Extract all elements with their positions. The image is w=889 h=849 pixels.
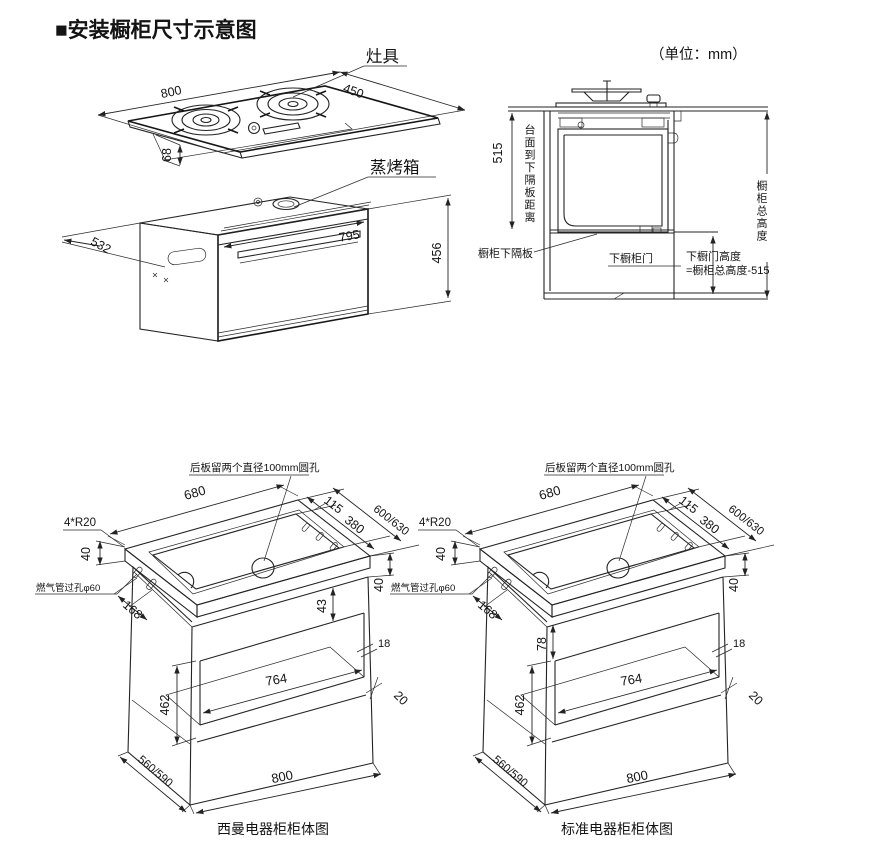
stove-depth-dim: 450 [341,81,365,101]
dim-gap: 78 [535,637,549,651]
unit-note: （单位：mm） [650,46,747,63]
dim-base-depth: 560/590 [135,754,175,790]
dim-base-width: 800 [625,767,649,786]
stove-isometric-drawing: 灶具 800 450 68 [97,47,466,167]
lower-shelf-label: 橱柜下隔板 [478,246,533,260]
corner-radius-note: 4*R20 [419,517,451,529]
gas-hole-note: 燃气管过孔φ60 [36,582,100,594]
dim-panel: 18 [733,638,745,650]
dim-inner-width: 764 [619,670,643,688]
dim-side: 168 [120,598,145,622]
hole-note: 后板留两个直径100mm圆孔 [190,461,320,474]
dim-side: 168 [475,598,500,622]
dim-frame-left: 40 [79,547,93,561]
dim-back-rim: 115 [321,493,345,516]
dim-opening-depth: 380 [697,513,722,537]
stove-width-dim: 800 [160,83,183,101]
dim-base-depth: 560/590 [490,754,530,790]
dim-top-width: 680 [537,482,562,502]
page-title: ■安装橱柜尺寸示意图 [55,18,257,42]
cabinet-right-labels: 后板留两个直径100mm圆孔 4*R20 燃气管过孔φ60 680 115 38… [391,461,766,837]
dim-inner-height: 462 [158,695,172,716]
stove-section [555,80,667,108]
dim-base-width: 800 [270,767,294,786]
door-height-note-line1: 下橱门高度 [686,249,741,263]
gas-hole-note: 燃气管过孔φ60 [391,582,455,594]
vent-icon [272,197,300,211]
cabinet-left-caption: 西曼电器柜柜体图 [217,821,329,837]
dim-rail: 20 [391,688,411,708]
door-height-note-line2: =橱柜总高度-515 [686,263,769,277]
dim-top-width: 680 [182,482,207,502]
dim-frame-left: 40 [434,547,448,561]
dim-inner-height: 462 [513,695,527,716]
corner-radius-note: 4*R20 [64,517,96,529]
dim-frame-right: 40 [727,578,741,592]
oven-isometric-drawing: 蒸烤箱 532 795 456 [61,158,452,342]
dim-inner-width: 764 [264,670,288,688]
section-515-dim: 515 [491,143,505,164]
dim-frame-right: 40 [372,578,386,592]
dim-rail: 20 [746,688,766,708]
dim-gap: 43 [315,599,329,613]
countertop-to-shelf-label: 台面到下隔板距离 [523,123,536,224]
cabinet-left-labels: 后板留两个直径100mm圆孔 4*R20 燃气管过孔φ60 680 115 38… [36,461,411,837]
right-burner-icon [256,87,330,121]
knob-icon [247,121,261,135]
dim-panel: 18 [378,638,390,650]
stove-height-dim: 68 [160,148,174,162]
oven-section [557,112,679,233]
total-height-label: 橱柜总高度 [755,179,768,243]
left-burner-icon [171,104,241,136]
hole-note: 后板留两个直径100mm圆孔 [545,461,675,474]
stove-label: 灶具 [366,47,399,66]
section-view-drawing: 515 台面到下隔板距离 橱柜总高度 橱柜下隔板 下橱柜门 下橱门高度 =橱柜总… [478,80,770,300]
dim-opening-depth: 380 [342,513,367,537]
dim-back-rim: 115 [676,493,700,516]
oven-width-dim: 795 [338,227,361,244]
oven-label: 蒸烤箱 [370,158,420,177]
lower-door-label: 下橱柜门 [609,251,653,265]
oven-height-dim: 456 [430,243,444,264]
cabinet-right-caption: 标准电器柜柜体图 [561,821,673,837]
side-slot [167,247,207,266]
control-panel [262,122,301,135]
